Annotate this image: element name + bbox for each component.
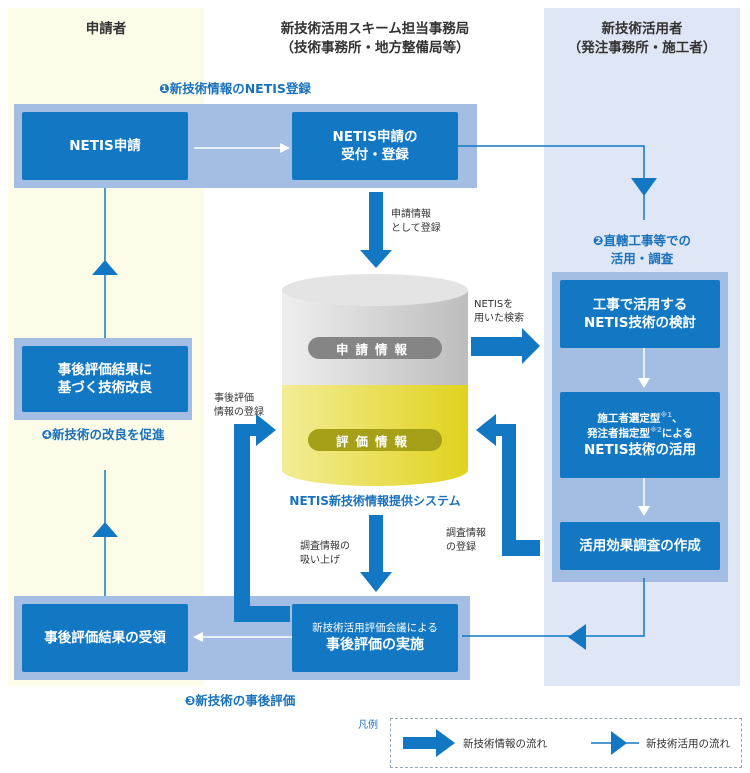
user-lane-title: 新技術活用者 （発注事務所・施工者） (567, 21, 717, 56)
info-flow-arrow-db-to-search (471, 328, 540, 364)
netis-application-box[interactable]: NETIS申請 (22, 112, 188, 180)
usage-flow-legend-icon (591, 731, 639, 755)
netis-reception-box[interactable]: NETIS申請の 受付・登録 (292, 112, 458, 180)
info-flow-arrow-evaluation-to-db (234, 414, 290, 622)
applicant-lane-title: 申請者 (85, 21, 127, 37)
legend-title: 凡例 (358, 720, 378, 731)
note-post-eval-register: 事後評価 情報の登録 (214, 393, 264, 418)
note-netis-search: NETISを 用いた検索 (474, 299, 524, 324)
create-survey-box[interactable]: 活用効果調査の作成 (560, 522, 720, 570)
legend-usage-flow-label: 新技術活用の流れ (646, 738, 730, 750)
info-flow-legend-icon (403, 729, 455, 757)
usage-flow-arrow-utilize-to-survey (638, 478, 650, 516)
technology-improvement-box[interactable]: 事後評価結果に 基づく技術改良 (22, 346, 188, 412)
info-flow-arrow-reception-to-db (360, 192, 392, 268)
usage-flow-arrow-apply-to-reception (194, 143, 290, 153)
usage-flow-arrow-consider-to-utilize (638, 348, 650, 388)
utilize-netis-box[interactable]: 施工者選定型※1、 発注者指定型※2による NETIS技術の活用 (560, 392, 720, 478)
usage-flow-arrow-evaluation-to-receipt (193, 632, 292, 642)
step2-label: ❷直轄工事等での 活用・調査 (592, 233, 692, 266)
legend: 新技術情報の流れ 新技術活用の流れ (390, 718, 742, 768)
step3-label: ❸新技術の事後評価 (184, 693, 296, 708)
secretariat-lane-title: 新技術活用スキーム担当事務局 （技術事務所・地方整備局等） (280, 21, 470, 56)
application-info-pill: 申請情報 (308, 337, 442, 359)
post-evaluation-box[interactable]: 新技術活用評価会議による 事後評価の実施 (292, 604, 458, 672)
evaluation-receipt-box[interactable]: 事後評価結果の受領 (22, 604, 188, 672)
note-register-as-application: 申請情報 として登録 (391, 209, 441, 234)
step1-label: ❶新技術情報のNETIS登録 (159, 81, 311, 96)
info-flow-arrow-survey-to-db (476, 414, 540, 556)
note-survey-register: 調査情報 の登録 (446, 528, 486, 553)
consider-netis-box[interactable]: 工事で活用する NETIS技術の検討 (560, 280, 720, 348)
usage-flow-arrow-survey-to-evaluation (462, 578, 645, 650)
legend-icons (403, 729, 639, 757)
usage-flow-arrow-improvement-to-application (92, 188, 118, 338)
legend-info-flow-label: 新技術情報の流れ (463, 738, 547, 750)
info-flow-arrow-db-to-evaluation (360, 515, 392, 592)
usage-flow-arrow-receipt-to-improvement (92, 470, 118, 596)
database-cylinder (282, 274, 468, 486)
step4-label: ❹新技術の改良を促進 (41, 427, 165, 442)
database-system-name: NETIS新技術情報提供システム (289, 494, 461, 508)
usage-flow-arrow-reception-to-user (458, 145, 657, 196)
note-survey-absorb: 調査情報の 吸い上げ (300, 541, 350, 566)
evaluation-info-pill: 評価情報 (308, 429, 442, 451)
